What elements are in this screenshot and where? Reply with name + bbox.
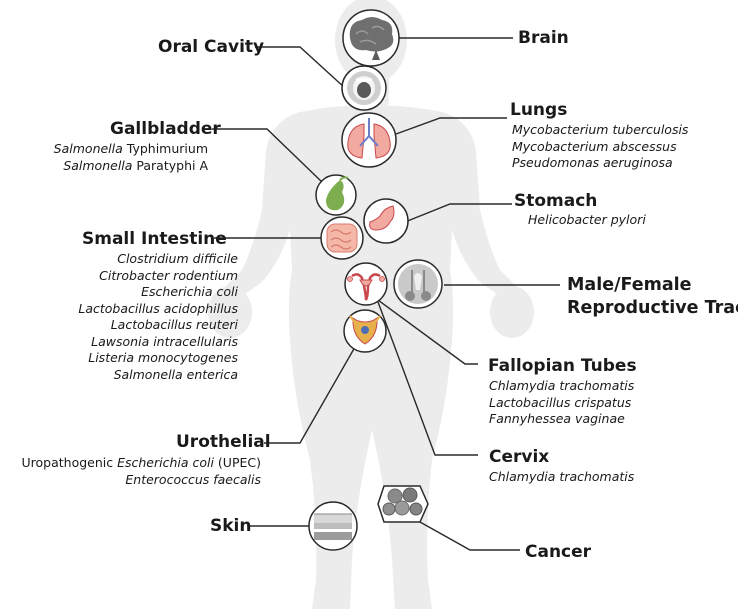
leader-oral <box>255 46 346 89</box>
fallopian-species-3: Fannyhessea vaginae <box>489 411 625 426</box>
urothelial-label: Urothelial <box>176 432 271 452</box>
lungs-species-1: Mycobacterium tuberculosis <box>512 122 689 137</box>
fallopian-species-list: Chlamydia trachomatis Lactobacillus cris… <box>489 378 634 428</box>
si-species-6: Lawsonia intracellularis <box>91 333 238 349</box>
urothelial-line2-species: Enterococcus faecalis <box>125 471 261 487</box>
uterus-icon[interactable] <box>344 262 388 306</box>
stomach-species-list: Helicobacter pylori <box>528 212 646 229</box>
stomach-label: Stomach <box>514 191 598 211</box>
leader-lines <box>212 37 560 551</box>
gallbladder-species-2-serovar: Paratyphi A <box>132 157 208 173</box>
cervix-species-1: Chlamydia trachomatis <box>489 469 635 484</box>
intestine-icon[interactable] <box>320 216 364 260</box>
fallopian-species-1: Chlamydia trachomatis <box>489 378 635 393</box>
gallbladder-species-list: Salmonella Typhimurium Salmonella Paraty… <box>54 141 208 174</box>
cancer-cells-icon[interactable] <box>377 485 429 523</box>
oral-cavity-label: Oral Cavity <box>158 37 265 57</box>
fallopian-species-2: Lactobacillus crispatus <box>489 394 632 410</box>
small-intestine-label: Small Intestine <box>82 229 227 249</box>
stomach-species-1: Helicobacter pylori <box>528 212 646 227</box>
lungs-label: Lungs <box>510 100 568 120</box>
reproductive-label-line2: Reproductive Tract <box>567 298 738 318</box>
brain-label: Brain <box>518 28 569 48</box>
lungs-icon[interactable] <box>341 112 397 168</box>
si-species-2: Citrobacter rodentium <box>99 267 238 283</box>
si-species-1: Clostridium difficile <box>117 251 238 266</box>
leader-cancer <box>419 521 520 551</box>
gallbladder-species-1-serovar: Typhimurium <box>122 141 208 156</box>
lungs-species-list: Mycobacterium tuberculosis Mycobacterium… <box>512 122 688 172</box>
leader-fallopian <box>377 299 478 365</box>
bladder-icon[interactable] <box>343 309 387 353</box>
lungs-species-3: Pseudomonas aeruginosa <box>512 155 673 170</box>
stomach-icon[interactable] <box>363 198 409 244</box>
gallbladder-icon[interactable] <box>315 174 357 216</box>
leader-stomach <box>404 203 512 223</box>
skin-label: Skin <box>210 516 252 536</box>
gallbladder-label: Gallbladder <box>110 119 221 139</box>
fallopian-tubes-label: Fallopian Tubes <box>488 356 637 376</box>
mouth-icon[interactable] <box>341 65 387 111</box>
urothelial-line1-species: Escherichia coli <box>117 455 214 470</box>
brain-icon[interactable] <box>342 9 400 67</box>
small-intestine-species-list: Clostridium difficile Citrobacter rodent… <box>78 251 238 383</box>
lungs-species-2: Mycobacterium abscessus <box>512 138 677 154</box>
leader-lungs <box>395 117 507 135</box>
urothelial-species-list: Uropathogenic Escherichia coli (UPEC) En… <box>21 455 261 488</box>
male-reproductive-icon[interactable] <box>393 259 443 309</box>
gallbladder-species-1-genus: Salmonella <box>53 141 123 156</box>
si-species-5: Lactobacillus reuteri <box>110 317 238 332</box>
cervix-label: Cervix <box>489 447 550 467</box>
leader-gallbladder <box>212 128 324 184</box>
cervix-species-list: Chlamydia trachomatis <box>489 469 634 486</box>
cancer-label: Cancer <box>525 542 592 562</box>
gallbladder-species-2-genus: Salmonella <box>63 157 133 173</box>
leader-urothelial <box>264 346 356 444</box>
urothelial-line1-pre: Uropathogenic <box>21 455 118 470</box>
si-species-7: Listeria monocytogenes <box>88 350 238 365</box>
urothelial-line1-post: (UPEC) <box>213 455 261 470</box>
reproductive-label: Male/Female Reproductive Tract <box>567 274 738 320</box>
si-species-8: Salmonella enterica <box>113 366 238 382</box>
si-species-3: Escherichia coli <box>141 284 238 299</box>
reproductive-label-line1: Male/Female <box>567 275 692 295</box>
si-species-4: Lactobacillus acidophillus <box>78 300 238 316</box>
skin-icon[interactable] <box>308 501 358 551</box>
leader-cervix <box>377 301 478 456</box>
